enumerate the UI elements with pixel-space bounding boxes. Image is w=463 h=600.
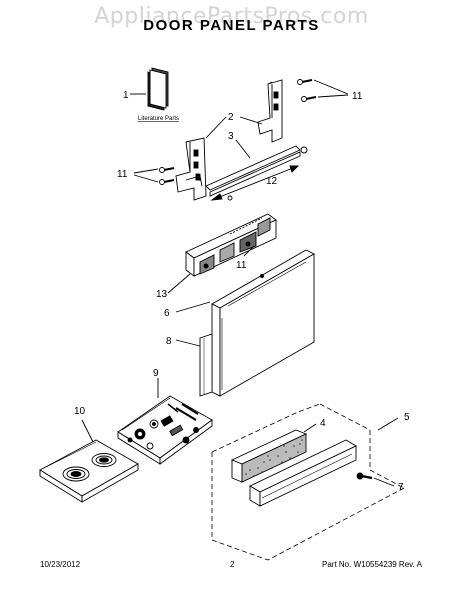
leader-11-top-b	[317, 94, 349, 98]
footer-date: 10/23/2012	[40, 560, 81, 569]
leader-13	[167, 273, 191, 294]
callout-4: 4	[320, 418, 326, 429]
part-control-latch-assembly	[185, 213, 277, 277]
callout-12: 12	[266, 176, 278, 187]
part-hardware-kit-bag	[117, 395, 213, 465]
part-door-rod	[205, 145, 308, 197]
watermark: AppliancePartsPros.com	[94, 4, 369, 29]
leader-5	[377, 417, 399, 431]
callout-1: 1	[123, 90, 129, 101]
leader-10	[81, 419, 95, 445]
callout-5: 5	[404, 412, 410, 423]
callout-6: 6	[164, 308, 170, 319]
callout-3: 3	[228, 131, 234, 142]
leader-2-right	[239, 116, 263, 125]
callout-11-left: 11	[117, 169, 128, 180]
callout-8: 8	[166, 336, 172, 347]
leader-2-left	[205, 116, 227, 139]
leader-8	[175, 339, 201, 347]
part-insulation-pad	[199, 333, 213, 397]
footer-page-number: 2	[230, 560, 235, 569]
callout-9: 9	[153, 368, 159, 379]
callout-13: 13	[156, 289, 168, 300]
callout-10: 10	[74, 406, 86, 417]
leader-7	[373, 477, 395, 487]
part-foam-strip	[230, 429, 308, 483]
footer-part-number: Part No. W10554239 Rev. A	[322, 560, 422, 569]
callout-7: 7	[398, 482, 404, 493]
part-door-panel	[211, 249, 315, 397]
callout-2: 2	[228, 112, 234, 123]
part-left-hinge-bracket	[175, 137, 207, 201]
part-right-hinge-bracket	[257, 79, 283, 143]
part-toe-kick-panel	[249, 439, 357, 507]
leader-3	[235, 139, 251, 159]
part-literature-booklet	[147, 67, 169, 111]
callout-11-mid: 11	[236, 260, 247, 271]
leader-11-left-b	[133, 174, 159, 183]
part-kickplate-kit-outline	[211, 403, 405, 561]
literature-parts-label: Literature Parts	[138, 116, 179, 122]
callout-11-top: 11	[352, 91, 363, 102]
leader-11-mid	[243, 245, 255, 257]
screws-left	[159, 167, 175, 185]
part-seal-kit-bag	[39, 439, 139, 503]
leader-6	[175, 301, 211, 313]
leader-11-left-a	[133, 168, 159, 174]
dimension-arrow-12	[210, 165, 300, 201]
leader-4	[303, 423, 317, 433]
leader-11-top-a	[313, 79, 349, 95]
diagram-title: DOOR PANEL PARTS	[143, 17, 320, 34]
part-kickplate-screw	[356, 472, 373, 480]
screws-top-right	[297, 79, 317, 102]
